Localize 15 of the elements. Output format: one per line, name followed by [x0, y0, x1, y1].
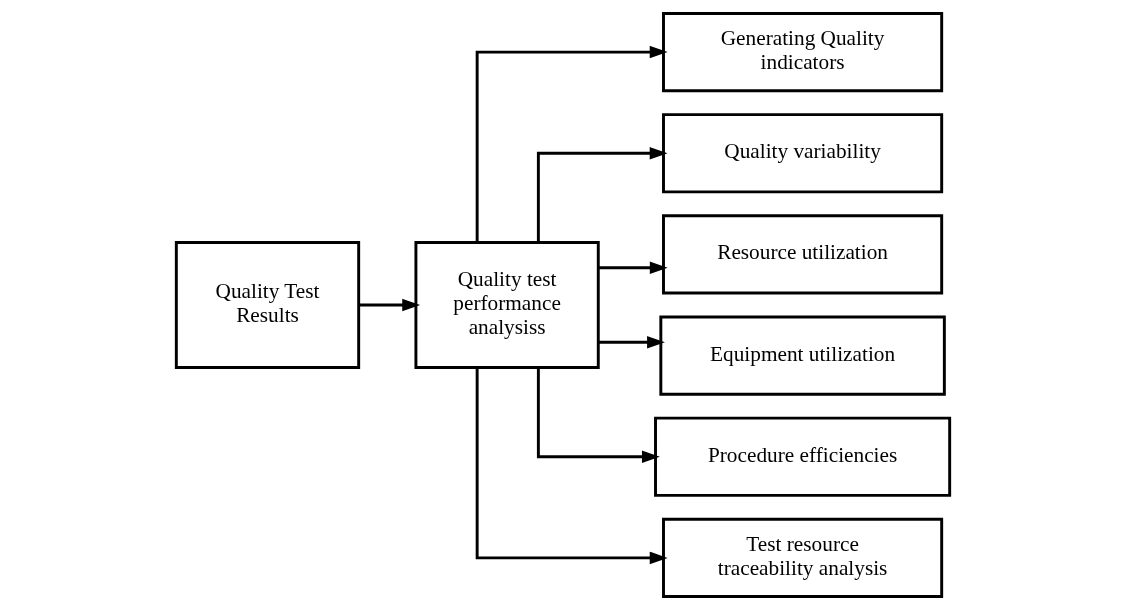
arrow — [475, 45, 668, 242]
arrow — [358, 298, 420, 312]
arrow — [475, 368, 668, 565]
arrow — [598, 336, 665, 349]
arrow — [536, 367, 660, 463]
node-box: Procedure efficiencies — [653, 416, 951, 497]
node-box: Equipment utilization — [658, 315, 946, 396]
arrow — [536, 147, 668, 243]
node-box: Quality Test Results — [174, 240, 360, 370]
node-box: Generating Quality indicators — [661, 12, 943, 93]
node-box: Test resource traceability analysis — [661, 517, 943, 598]
node-box: Quality variability — [661, 113, 943, 194]
node-box: Quality test performance analysiss — [413, 240, 600, 370]
arrow — [598, 261, 668, 274]
node-box: Resource utilization — [661, 214, 943, 295]
